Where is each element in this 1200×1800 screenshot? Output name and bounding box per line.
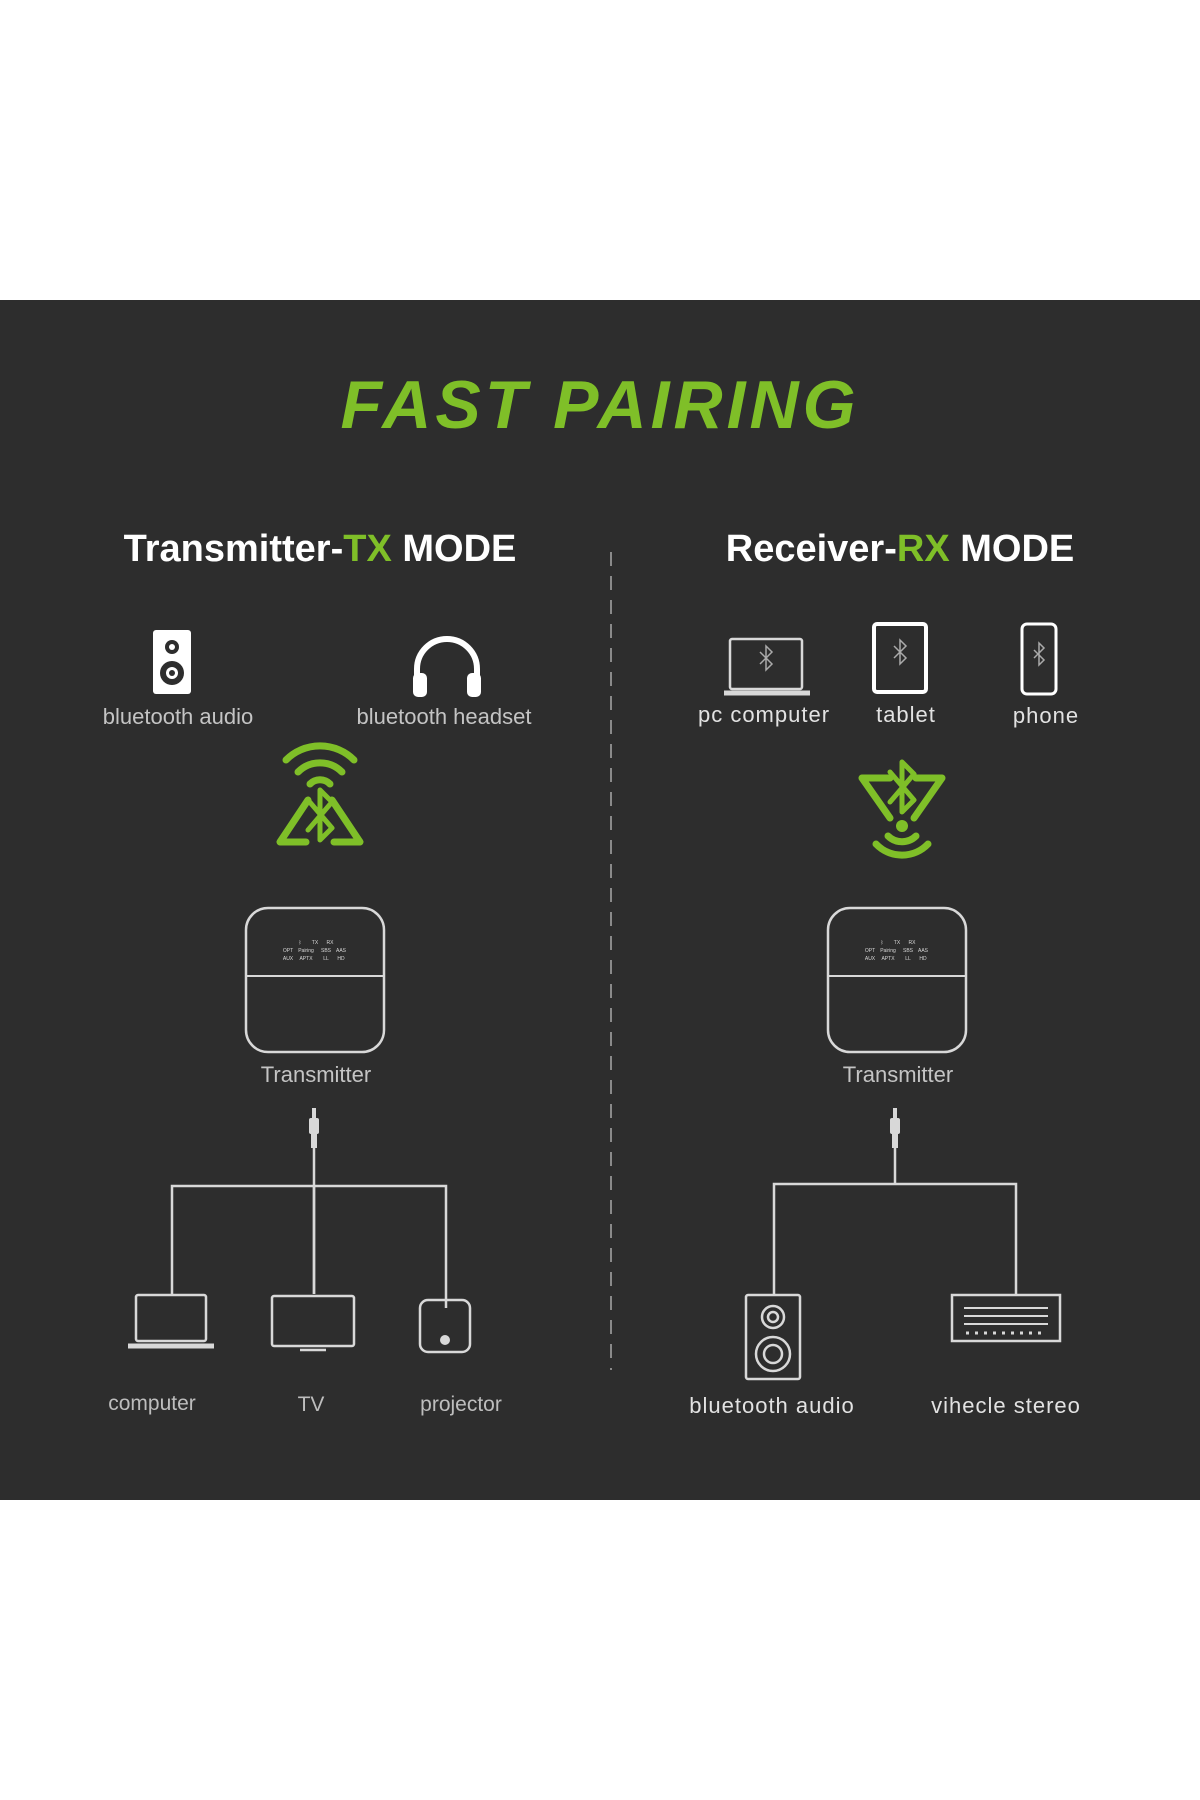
tx-ind-r1-1: TX <box>312 940 319 946</box>
tx-source-label-tv: TV <box>297 1393 325 1416</box>
rx-device-label-tablet: tablet <box>876 702 936 727</box>
tx-laptop-icon <box>128 1293 214 1349</box>
rx-laptop-bluetooth-icon <box>724 637 810 696</box>
tx-ind-r1-0: ᛒ <box>298 940 301 946</box>
page-title: FAST PAIRING <box>340 367 860 443</box>
tx-ind-r3-0: AUX <box>283 956 294 962</box>
tx-headphones-icon <box>413 636 481 697</box>
tx-unit-body <box>244 906 386 1054</box>
rx-mode-heading: Receiver-RX MODE <box>648 528 1152 571</box>
tx-device-label-speaker: bluetooth audio <box>102 704 254 729</box>
rx-device-label-pc: pc computer <box>697 702 831 727</box>
rx-unit-label: Transmitter <box>842 1062 954 1087</box>
tx-ind-r3-3: HD <box>337 956 345 962</box>
rx-bluetooth-receive-icon <box>858 759 946 859</box>
rx-heading-accent: RX <box>896 528 950 570</box>
rx-ind-r3-0: AUX <box>865 956 876 962</box>
rx-audio-jack <box>890 1108 900 1148</box>
rx-output-label-stereo: vihecle stereo <box>931 1393 1081 1418</box>
tx-bluetooth-broadcast-icon <box>276 742 364 846</box>
fast-pairing-panel: ᛒ TX RX OPT Pairing SBS AAS AUX APTX LL … <box>0 300 1200 1500</box>
rx-car-stereo-icon <box>950 1293 1062 1343</box>
rx-unit-body <box>826 906 968 1054</box>
rx-heading-suffix: MODE <box>949 528 1075 570</box>
rx-speaker-icon <box>744 1293 802 1381</box>
tx-unit-indicators: ᛒ TX RX OPT Pairing SBS AAS AUX APTX LL … <box>283 940 347 962</box>
rx-ind-r1-1: TX <box>894 940 901 946</box>
rx-phone-icon <box>1020 622 1058 696</box>
rx-ind-r2-0: OPT <box>865 948 875 954</box>
rx-ind-r2-2: SBS <box>903 948 914 954</box>
rx-heading-prefix: Receiver- <box>725 528 897 570</box>
tx-projector-icon <box>418 1298 472 1354</box>
rx-ind-r2-1: Pairing <box>880 948 896 954</box>
pairing-diagram: ᛒ TX RX OPT Pairing SBS AAS AUX APTX LL … <box>128 552 1062 1381</box>
rx-tablet-icon <box>872 622 928 694</box>
rx-ind-r1-0: ᛒ <box>880 940 883 946</box>
tx-heading-accent: TX <box>343 528 392 570</box>
tx-source-label-computer: computer <box>108 1392 196 1415</box>
tx-heading-prefix: Transmitter- <box>123 528 344 570</box>
tx-ind-r3-2: LL <box>323 956 329 962</box>
tx-tv-icon <box>270 1294 356 1352</box>
tx-ind-r2-0: OPT <box>283 948 293 954</box>
tx-audio-jack <box>309 1108 319 1148</box>
tx-heading-suffix: MODE <box>391 528 517 570</box>
tx-ind-r2-2: SBS <box>321 948 332 954</box>
rx-ind-r3-1: APTX <box>881 956 895 962</box>
tx-unit-label: Transmitter <box>260 1062 372 1087</box>
rx-ind-r3-2: LL <box>905 956 911 962</box>
rx-wiring <box>772 1148 1018 1296</box>
tx-ind-r1-2: RX <box>327 940 335 946</box>
rx-device-label-phone: phone <box>1012 703 1080 728</box>
rx-ind-r1-2: RX <box>909 940 917 946</box>
tx-device-label-headset: bluetooth headset <box>356 704 532 729</box>
rx-ind-r2-3: AAS <box>918 948 929 954</box>
tx-wiring <box>170 1148 448 1308</box>
tx-ind-r2-3: AAS <box>336 948 347 954</box>
tx-ind-r3-1: APTX <box>299 956 313 962</box>
tx-speaker-icon <box>153 630 191 694</box>
tx-mode-heading: Transmitter-TX MODE <box>54 528 586 571</box>
rx-unit-indicators: ᛒ TX RX OPT Pairing SBS AAS AUX APTX LL … <box>865 940 929 962</box>
tx-ind-r2-1: Pairing <box>298 948 314 954</box>
rx-ind-r3-3: HD <box>919 956 927 962</box>
tx-source-label-projector: projector <box>420 1393 502 1416</box>
rx-output-label-speaker: bluetooth audio <box>689 1393 855 1418</box>
